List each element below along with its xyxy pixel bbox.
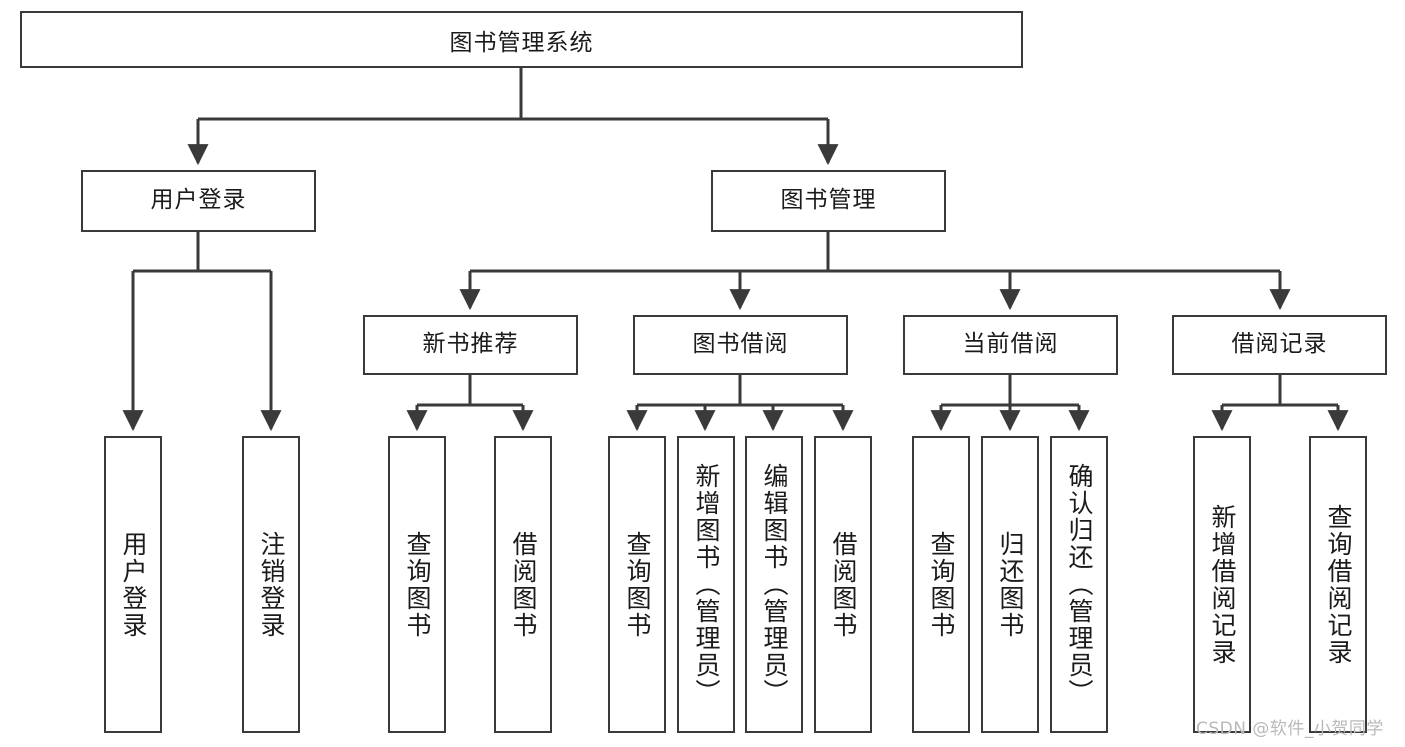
node-book-borrow[interactable]: 图书借阅 <box>633 315 848 375</box>
leaf-user-login-logout[interactable]: 注销登录 <box>242 436 300 733</box>
node-root-system[interactable]: 图书管理系统 <box>20 11 1023 68</box>
csdn-watermark: CSDN @软件_小贺同学 <box>1196 719 1384 739</box>
leaf-user-login-login[interactable]: 用户登录 <box>104 436 162 733</box>
leaf-current-return-book[interactable]: 归还图书 <box>981 436 1039 733</box>
node-new-book-recommend[interactable]: 新书推荐 <box>363 315 578 375</box>
leaf-recommend-query-book[interactable]: 查询图书 <box>388 436 446 733</box>
leaf-recommend-borrow-book[interactable]: 借阅图书 <box>494 436 552 733</box>
node-borrow-record[interactable]: 借阅记录 <box>1172 315 1387 375</box>
leaf-record-query-record[interactable]: 查询借阅记录 <box>1309 436 1367 733</box>
leaf-borrow-query-book[interactable]: 查询图书 <box>608 436 666 733</box>
node-current-borrow[interactable]: 当前借阅 <box>903 315 1118 375</box>
node-book-management[interactable]: 图书管理 <box>711 170 946 232</box>
leaf-current-query-book[interactable]: 查询图书 <box>912 436 970 733</box>
leaf-borrow-edit-book-admin[interactable]: 编辑图书（管理员） <box>745 436 803 733</box>
leaf-record-add-record[interactable]: 新增借阅记录 <box>1193 436 1251 733</box>
leaf-borrow-borrow-book[interactable]: 借阅图书 <box>814 436 872 733</box>
node-user-login[interactable]: 用户登录 <box>81 170 316 232</box>
leaf-borrow-add-book-admin[interactable]: 新增图书（管理员） <box>677 436 735 733</box>
leaf-current-confirm-return-admin[interactable]: 确认归还（管理员） <box>1050 436 1108 733</box>
